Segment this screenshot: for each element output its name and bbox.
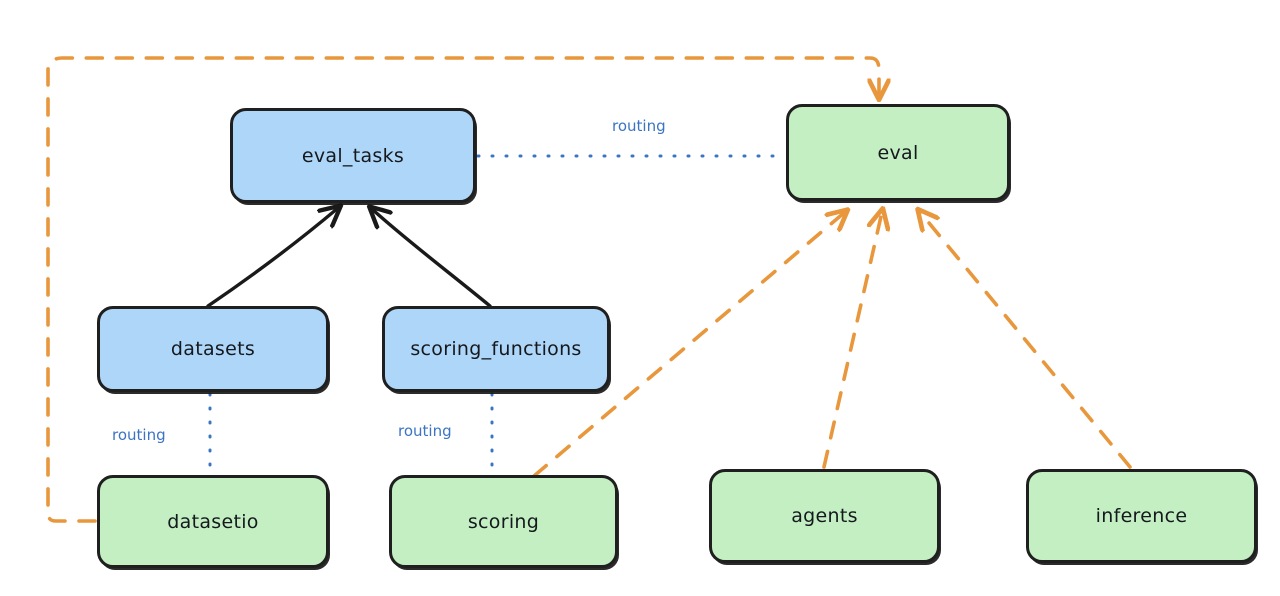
node-inference[interactable]: inference [1026, 469, 1257, 563]
node-label-datasetio: datasetio [167, 510, 259, 533]
edge-label-eval-tasks-eval: routing [612, 117, 666, 135]
edge-label-datasets-datasetio: routing [112, 426, 166, 444]
node-datasets[interactable]: datasets [97, 306, 329, 392]
node-label-datasets: datasets [170, 338, 256, 360]
edge-agents-to-eval-dependency [822, 212, 882, 469]
node-label-inference: inference [1095, 505, 1188, 527]
node-agents[interactable]: agents [709, 469, 940, 563]
node-label-eval: eval [877, 141, 919, 164]
node-eval-tasks[interactable]: eval_tasks [230, 108, 476, 203]
node-datasetio[interactable]: datasetio [97, 475, 329, 568]
edge-scoring-to-eval-dependency [532, 212, 845, 478]
node-label-scoring: scoring [467, 510, 540, 533]
edge-inference-to-eval-dependency [920, 212, 1132, 469]
node-label-eval-tasks: eval_tasks [301, 144, 405, 167]
node-scoring[interactable]: scoring [389, 475, 618, 568]
edge-datasets-to-eval_tasks [206, 208, 338, 308]
edge-label-scoring-functions-scoring: routing [398, 422, 452, 440]
node-label-scoring-functions: scoring_functions [410, 338, 582, 360]
node-eval[interactable]: eval [786, 104, 1010, 201]
node-scoring-functions[interactable]: scoring_functions [382, 306, 610, 392]
edge-datasetio-to-eval-dependency [46, 56, 879, 523]
edge-scoring_functions-to-eval_tasks [372, 209, 492, 308]
node-label-agents: agents [791, 505, 858, 527]
